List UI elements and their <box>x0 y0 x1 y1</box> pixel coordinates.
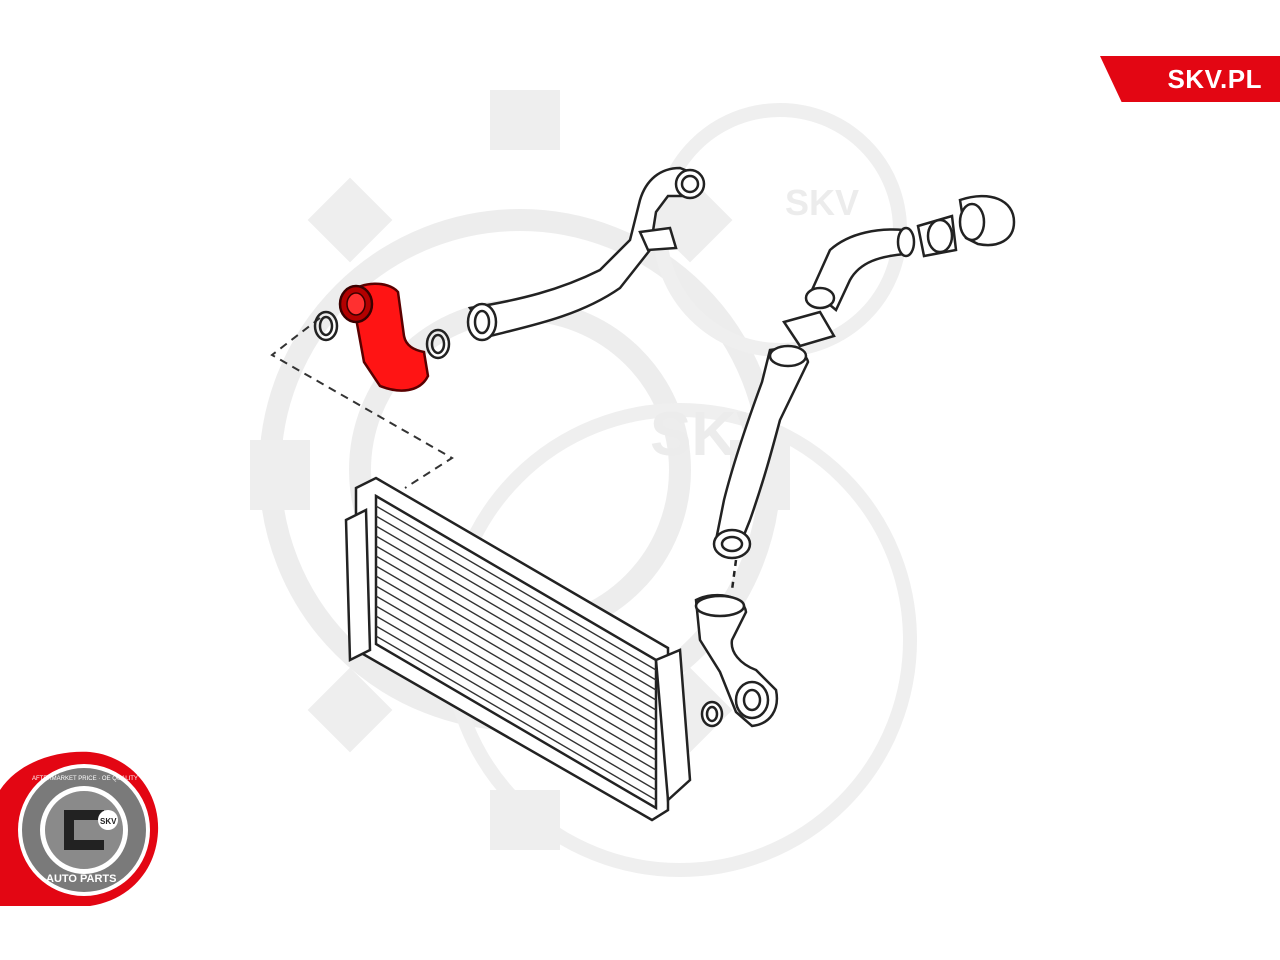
dashed-guide-line <box>270 317 454 489</box>
clamp-right <box>425 328 451 360</box>
seal-center-text: SKV <box>100 817 117 826</box>
highlighted-hose <box>338 282 430 392</box>
skv-auto-parts-seal-logo: SKV AUTO PARTS AFTERMARKET PRICE · OE QU… <box>0 751 159 906</box>
upper-right-pipe <box>782 194 1016 348</box>
right-long-hose <box>712 344 810 591</box>
intercooler <box>344 476 692 822</box>
brand-tab <box>1100 56 1280 102</box>
clamp-left <box>313 310 339 342</box>
seal-top-text: AFTERMARKET PRICE · OE QUALITY <box>32 776 138 782</box>
lower-hose <box>694 593 779 728</box>
intercooler-fins <box>375 505 657 801</box>
watermark-text-top: SKV <box>785 182 859 223</box>
brand-website-label: SKV.PL <box>1167 64 1262 94</box>
seal-bottom-text: AUTO PARTS <box>46 873 117 885</box>
upper-left-pipe <box>466 166 706 342</box>
